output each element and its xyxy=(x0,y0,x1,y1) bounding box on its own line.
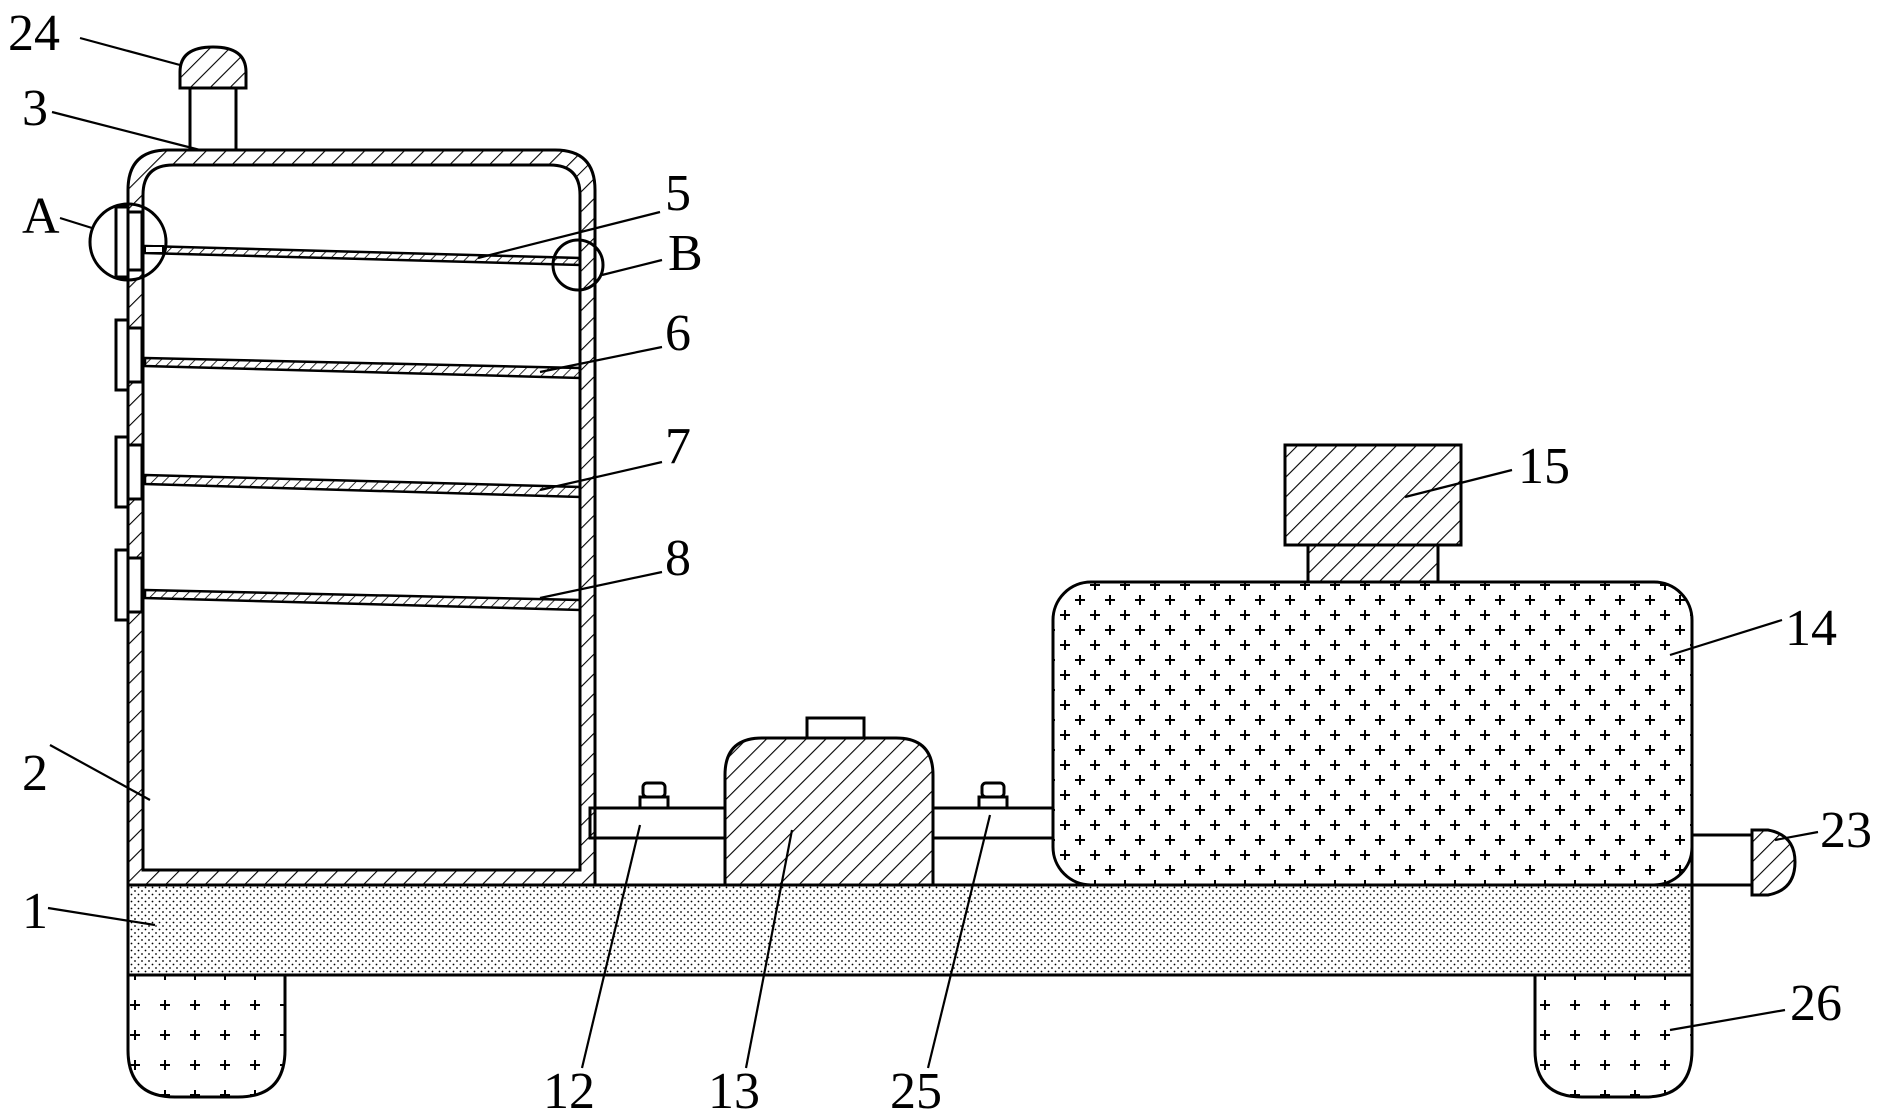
label-15: 15 xyxy=(1518,438,1570,495)
label-23: 23 xyxy=(1820,802,1872,859)
wheel-left xyxy=(126,973,287,1099)
detail-circle-a xyxy=(88,202,168,282)
filter-tray-7 xyxy=(143,473,582,499)
base-plate xyxy=(126,883,1694,977)
label-5: 5 xyxy=(665,165,691,222)
pipe-right xyxy=(931,781,1055,840)
label-3: 3 xyxy=(22,80,48,137)
tower-housing xyxy=(126,148,597,887)
label-24: 24 xyxy=(8,5,60,62)
outlet-pipe xyxy=(1690,828,1797,897)
tray-handle-4 xyxy=(114,548,144,622)
label-1: 1 xyxy=(22,883,48,940)
tray-handle-1 xyxy=(114,205,144,279)
filter-tray-5 xyxy=(143,244,582,267)
label-12: 12 xyxy=(543,1063,595,1115)
label-8: 8 xyxy=(665,530,691,587)
label-a: A xyxy=(22,188,60,245)
filter-tray-6 xyxy=(143,356,582,380)
label-6: 6 xyxy=(665,305,691,362)
tray-handle-3 xyxy=(114,435,144,509)
label-25: 25 xyxy=(890,1063,942,1115)
label-2: 2 xyxy=(22,745,48,802)
label-7: 7 xyxy=(665,418,691,475)
vent-cap xyxy=(178,45,248,90)
label-13: 13 xyxy=(708,1063,760,1115)
vent-pipe xyxy=(188,86,238,152)
filter-tray-8 xyxy=(143,588,582,612)
label-14: 14 xyxy=(1785,600,1837,657)
label-b: B xyxy=(668,225,703,282)
tray-handle-2 xyxy=(114,318,144,392)
wheel-right xyxy=(1533,973,1694,1099)
pump xyxy=(723,716,935,887)
leader-lines xyxy=(47,36,1819,1069)
detail-circle-b xyxy=(551,238,605,292)
top-motor xyxy=(1283,443,1463,584)
pipe-left xyxy=(588,781,727,840)
label-26: 26 xyxy=(1790,975,1842,1032)
